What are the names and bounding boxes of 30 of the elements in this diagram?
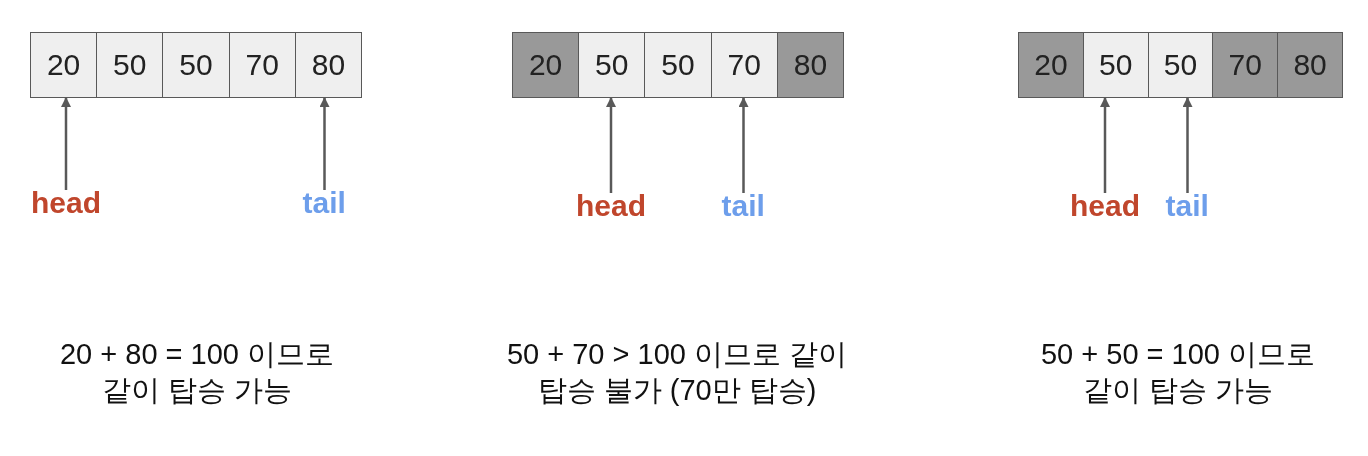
caption-text: 50 + 50 = 100 이므로 같이 탑승 가능	[1039, 337, 1317, 408]
array-cell: 50	[644, 32, 712, 98]
arrow	[606, 97, 616, 193]
caption-text: 20 + 80 = 100 이므로 같이 탑승 가능	[58, 337, 336, 408]
arrow	[61, 97, 71, 190]
pointer-label: tail	[1165, 191, 1209, 221]
array-cell: 70	[1212, 32, 1279, 98]
arrow	[1100, 97, 1110, 193]
array-cell: 50	[1147, 32, 1214, 98]
arrow	[1182, 97, 1193, 193]
array-cell: 20	[1018, 32, 1084, 98]
array-cell: 70	[710, 32, 778, 98]
array-cell: 80	[1277, 32, 1343, 98]
pointer-label: head	[1070, 191, 1141, 221]
arrow	[319, 97, 330, 190]
array-cell: 20	[30, 32, 98, 98]
array-cell: 80	[776, 32, 844, 98]
array-cell: 50	[96, 32, 164, 98]
array-cell: 80	[294, 32, 362, 98]
array-cell: 50	[578, 32, 646, 98]
array-cell: 20	[512, 32, 580, 98]
pointer-label: tail	[302, 188, 346, 218]
pointer-label: tail	[721, 191, 765, 221]
array-cell: 50	[1082, 32, 1149, 98]
pointer-label: head	[31, 188, 102, 218]
array-cell: 70	[228, 32, 296, 98]
caption-text: 50 + 70 > 100 이므로 같이 탑승 불가 (70만 탑승)	[505, 337, 849, 408]
arrow	[738, 97, 749, 193]
array-cell: 50	[162, 32, 230, 98]
pointer-label: head	[576, 191, 647, 221]
